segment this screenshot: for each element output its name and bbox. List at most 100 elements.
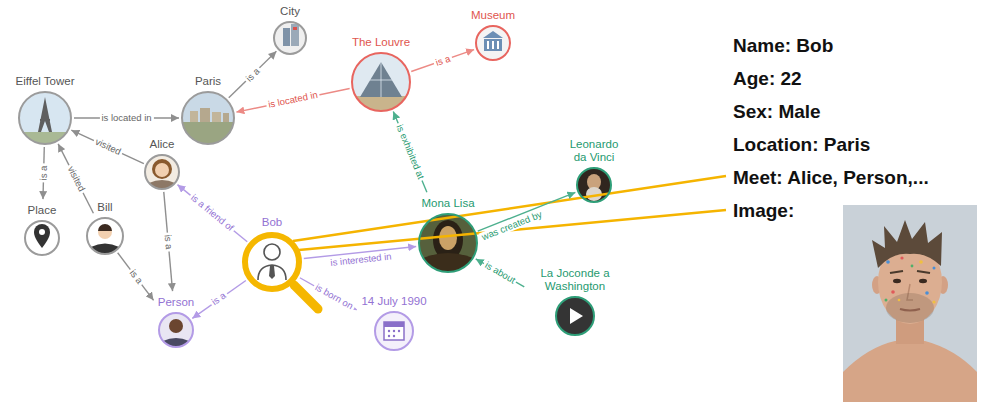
paris-photo xyxy=(212,112,221,122)
relation-label: is located in xyxy=(265,90,320,111)
video-thumbnail xyxy=(570,308,583,324)
graph-node: Mona Lisa xyxy=(418,213,478,273)
graph-node: La Joconde a Washington xyxy=(555,296,595,336)
relation-arrow xyxy=(58,144,93,213)
relation-label: is a xyxy=(126,266,146,287)
relation-label: is a xyxy=(208,290,229,309)
calendar-icon xyxy=(393,335,395,337)
calendar-icon xyxy=(398,330,400,332)
alice-avatar xyxy=(152,159,172,179)
video-thumbnail xyxy=(556,297,594,335)
museum-icon xyxy=(483,31,503,38)
node-label: Bill xyxy=(97,201,112,214)
bill-avatar xyxy=(91,244,119,254)
graph-node: Bill xyxy=(86,217,124,255)
graph-node: Paris xyxy=(181,91,235,145)
paris-photo xyxy=(182,92,234,144)
relation-arrow xyxy=(192,280,246,318)
relation-label: is about xyxy=(481,259,519,287)
magnifier-lines xyxy=(293,176,726,309)
relation-label: is a xyxy=(38,164,49,183)
calendar-icon xyxy=(388,335,390,337)
person-avatar xyxy=(159,313,193,347)
museum-icon xyxy=(476,26,510,60)
calendar-icon xyxy=(384,322,404,340)
bob-photo xyxy=(919,279,927,283)
mona-lisa-painting xyxy=(423,253,473,272)
calendar-icon xyxy=(393,330,395,332)
louvre-photo xyxy=(370,80,392,81)
relation-arrow xyxy=(476,259,525,287)
alice-avatar xyxy=(155,163,169,177)
place-pin xyxy=(39,229,45,235)
bob-photo xyxy=(890,271,903,273)
profile-field: Meet: Alice, Person,... xyxy=(733,166,929,190)
graph-node: Alice xyxy=(144,154,180,190)
eiffel-photo xyxy=(19,92,71,144)
eiffel-photo xyxy=(23,132,67,144)
eiffel-photo xyxy=(40,119,50,121)
node-label: Mona Lisa xyxy=(421,197,474,210)
bob-photo xyxy=(933,267,936,270)
video-thumbnail xyxy=(556,297,594,335)
louvre-photo xyxy=(381,62,382,97)
bob-photo xyxy=(893,279,901,283)
relation-arrow xyxy=(393,112,427,193)
bob-avatar xyxy=(269,266,275,279)
museum-icon xyxy=(484,39,502,51)
relation-label: is a friend of xyxy=(187,191,237,234)
relation-label: is exhibited at xyxy=(393,121,426,182)
bob-photo xyxy=(886,260,890,264)
bill-avatar xyxy=(87,218,123,254)
profile-field: Name: Bob xyxy=(733,34,833,58)
bill-avatar xyxy=(87,218,123,254)
profile-field: Image: xyxy=(733,199,794,223)
node-label: Bob xyxy=(262,216,282,229)
place-pin xyxy=(25,221,59,255)
node-label: Person xyxy=(158,296,194,309)
bob-avatar xyxy=(264,244,280,260)
alice-avatar xyxy=(149,180,175,189)
node-label: City xyxy=(280,5,300,18)
node-label: The Louvre xyxy=(352,36,410,49)
bill-avatar xyxy=(98,225,112,239)
mona-lisa-painting xyxy=(439,226,457,250)
calendar-icon xyxy=(375,312,413,350)
bob-photo xyxy=(872,220,942,268)
bob-photo xyxy=(911,265,914,268)
relation-label: was created by xyxy=(478,209,545,244)
node-label: 14 July 1990 xyxy=(361,295,426,308)
paris-photo xyxy=(200,108,210,122)
node-label: Alice xyxy=(150,138,175,151)
calendar-icon xyxy=(384,322,404,327)
city-icon xyxy=(274,22,306,54)
graph-node: Leonardo da Vinci xyxy=(576,167,612,203)
mona-lisa-painting xyxy=(419,214,477,272)
graph-node: City xyxy=(273,21,307,55)
profile-field: Location: Paris xyxy=(733,133,870,157)
relation-label: is a xyxy=(162,232,174,252)
graph-node: 14 July 1990 xyxy=(374,311,414,351)
relation-label: is a xyxy=(242,64,263,85)
graph-node: Place xyxy=(24,220,60,256)
alice-avatar xyxy=(145,155,179,189)
louvre-photo xyxy=(360,62,402,97)
louvre-photo xyxy=(352,53,410,111)
bob-photo xyxy=(919,260,923,264)
bob-photo xyxy=(900,256,903,259)
node-label: Paris xyxy=(195,75,221,88)
bob-photo xyxy=(843,205,977,402)
louvre-photo xyxy=(356,96,407,111)
paris-photo xyxy=(182,122,233,144)
bob-photo xyxy=(843,341,977,402)
place-pin xyxy=(34,224,50,248)
bob-photo xyxy=(917,271,930,273)
bob-photo xyxy=(885,299,888,302)
relation-label: is located in xyxy=(99,113,153,123)
calendar-icon xyxy=(388,330,390,332)
graph-node: Bob xyxy=(242,232,302,292)
person-avatar xyxy=(163,338,189,347)
relation-label: is born on xyxy=(311,281,356,313)
relation-arrow xyxy=(177,185,247,242)
bob-photo xyxy=(843,205,977,402)
